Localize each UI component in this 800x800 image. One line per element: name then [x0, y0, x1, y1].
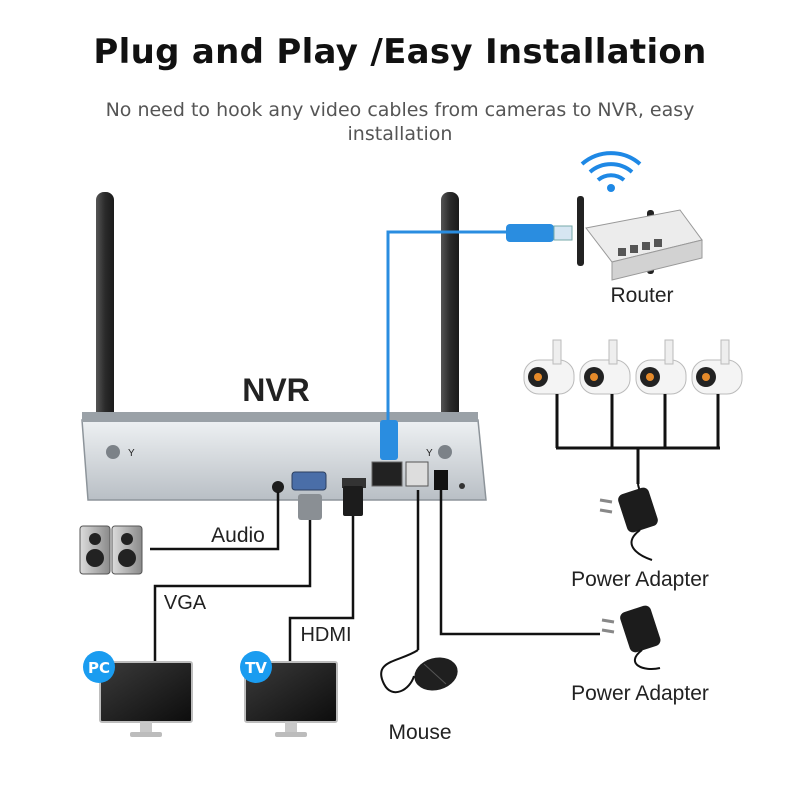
page-title: Plug and Play /Easy Installation: [93, 32, 707, 72]
router-icon: [577, 151, 703, 281]
vga-port: [291, 471, 327, 491]
power-adapter-icon-1: [599, 483, 658, 561]
nvr-device: Y Y: [81, 412, 487, 501]
tv-badge-text: TV: [245, 659, 267, 677]
camera-icon-3: [635, 339, 687, 395]
svg-text:Y: Y: [426, 448, 433, 459]
power-adapter-label-2: Power Adapter: [571, 682, 709, 705]
router-label: Router: [610, 284, 673, 307]
lan-plug-router: [506, 224, 554, 242]
camera-icon-4: [691, 339, 743, 395]
hdmi-plug: [343, 486, 363, 516]
mouse-label: Mouse: [388, 721, 451, 744]
antenna-left: [96, 192, 114, 462]
audio-label: Audio: [211, 524, 265, 547]
hdmi-port: [342, 478, 366, 488]
power-adapter-label-1: Power Adapter: [571, 568, 709, 591]
camera-icon-1: [523, 339, 575, 395]
usb-port: [405, 461, 429, 487]
nvr-wiring: [150, 490, 600, 664]
speaker-icon: [79, 525, 143, 575]
dc-power-port: [434, 470, 448, 490]
tv-badge: TV: [240, 651, 272, 683]
camera-power-wiring: [555, 394, 720, 484]
mouse-icon: [380, 649, 458, 694]
network-cable: [380, 224, 573, 460]
hdmi-label: HDMI: [300, 624, 351, 646]
vga-label: VGA: [164, 592, 207, 614]
page-subtitle: No need to hook any video cables from ca…: [105, 99, 695, 145]
monitor-icon-pc: [99, 661, 193, 737]
audio-port: [272, 481, 284, 493]
nvr-label: NVR: [242, 372, 310, 408]
pc-badge-text: PC: [88, 659, 110, 677]
lan-port: [371, 461, 403, 487]
camera-icon-2: [579, 339, 631, 395]
pc-badge: PC: [83, 651, 115, 683]
vga-plug: [298, 494, 322, 520]
svg-text:Y: Y: [128, 448, 135, 459]
lan-plug: [380, 420, 398, 460]
antenna-right: [441, 192, 459, 462]
power-adapter-icon-2: [601, 605, 661, 670]
